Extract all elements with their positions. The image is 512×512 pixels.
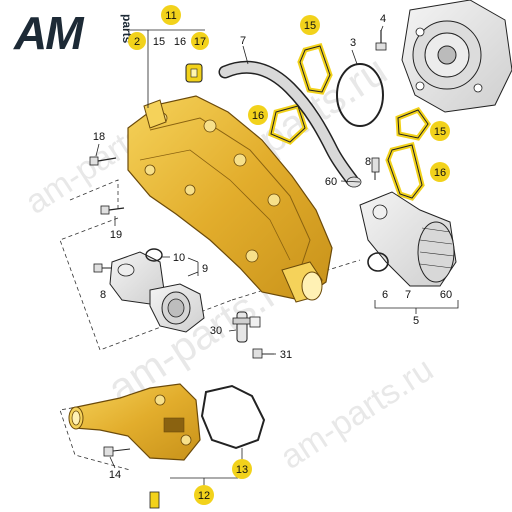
callout-16-right: 16 — [430, 162, 450, 182]
callout-15-right: 15 — [430, 121, 450, 141]
callout-11: 11 — [161, 5, 181, 25]
callout-4: 4 — [380, 13, 386, 25]
assembly-outline — [59, 179, 361, 351]
o-ring-6 — [367, 252, 389, 272]
bolt-31 — [252, 348, 274, 359]
callout-17: 17 — [191, 32, 209, 50]
callout-15-top: 15 — [300, 15, 320, 35]
thermostat-housing-main — [127, 95, 333, 303]
callout-12-bottom: 12 — [194, 485, 214, 505]
leader-lines — [95, 25, 384, 469]
callout-13: 13 — [232, 459, 252, 479]
gasket-15-top — [297, 42, 333, 95]
bracket-5 — [374, 300, 459, 314]
callout-16-left: 16 — [248, 105, 268, 125]
watermark-text-2: am-parts.ru — [274, 350, 440, 477]
callout-12-bottom-label: 12 — [198, 490, 210, 502]
callout-16-left-label: 16 — [252, 110, 264, 122]
callout-30: 30 — [210, 325, 222, 337]
o-ring-3 — [336, 63, 384, 127]
callout-11-label: 11 — [165, 10, 176, 22]
callout-60-right: 60 — [440, 289, 452, 301]
callout-8-upper: 8 — [365, 156, 371, 168]
callout-2-label: 2 — [134, 36, 140, 48]
leader-7-top — [242, 45, 249, 65]
leader-3 — [351, 49, 358, 65]
callout-9: 9 — [202, 263, 208, 275]
callout-7-top: 7 — [240, 35, 246, 47]
coolant-housing-5 — [359, 191, 457, 287]
thermostat-9 — [109, 251, 205, 333]
callout-18: 18 — [93, 131, 105, 143]
sensor-8-upper — [371, 157, 380, 180]
gasket-13 — [200, 384, 266, 450]
sensor-bottom — [149, 491, 160, 509]
callout-13-label: 13 — [236, 464, 248, 476]
sensor-8-left — [93, 263, 112, 273]
brand-logo: AM parts — [13, 7, 134, 59]
sensor-30 — [232, 311, 261, 343]
callout-6: 6 — [382, 289, 388, 301]
callout-5: 5 — [413, 315, 419, 327]
callout-15-top-label: 15 — [304, 20, 316, 32]
callout-31: 31 — [280, 349, 292, 361]
callout-15-right-label: 15 — [434, 126, 446, 138]
bolt-4 — [375, 30, 387, 51]
gasket-15-right — [395, 106, 432, 141]
logo-text: AM — [13, 7, 85, 59]
callout-16-right-label: 16 — [434, 167, 446, 179]
callout-3: 3 — [350, 37, 356, 49]
callout-15-inline: 15 — [153, 36, 165, 48]
callout-16-inline: 16 — [174, 36, 186, 48]
callout-19: 19 — [110, 229, 122, 241]
bracket-1 — [123, 29, 205, 108]
water-pump — [401, 0, 512, 113]
coolant-pipe-12 — [68, 383, 201, 461]
callout-2-top: 2 — [128, 32, 146, 50]
o-ring-10 — [145, 248, 170, 262]
callout-14: 14 — [109, 469, 121, 481]
bolt-19 — [100, 205, 125, 226]
callout-7-right: 7 — [405, 289, 411, 301]
callout-10: 10 — [173, 252, 185, 264]
gasket-16-left — [268, 102, 308, 145]
bolt-14 — [103, 446, 131, 457]
bolt-18 — [89, 156, 117, 166]
callout-17-label: 17 — [194, 36, 206, 48]
callout-8-left: 8 — [100, 289, 106, 301]
gasket-16-right — [385, 141, 425, 201]
callout-60-upper: 60 — [325, 176, 337, 188]
bracket-9 — [187, 257, 199, 277]
clip-17 — [185, 63, 203, 83]
